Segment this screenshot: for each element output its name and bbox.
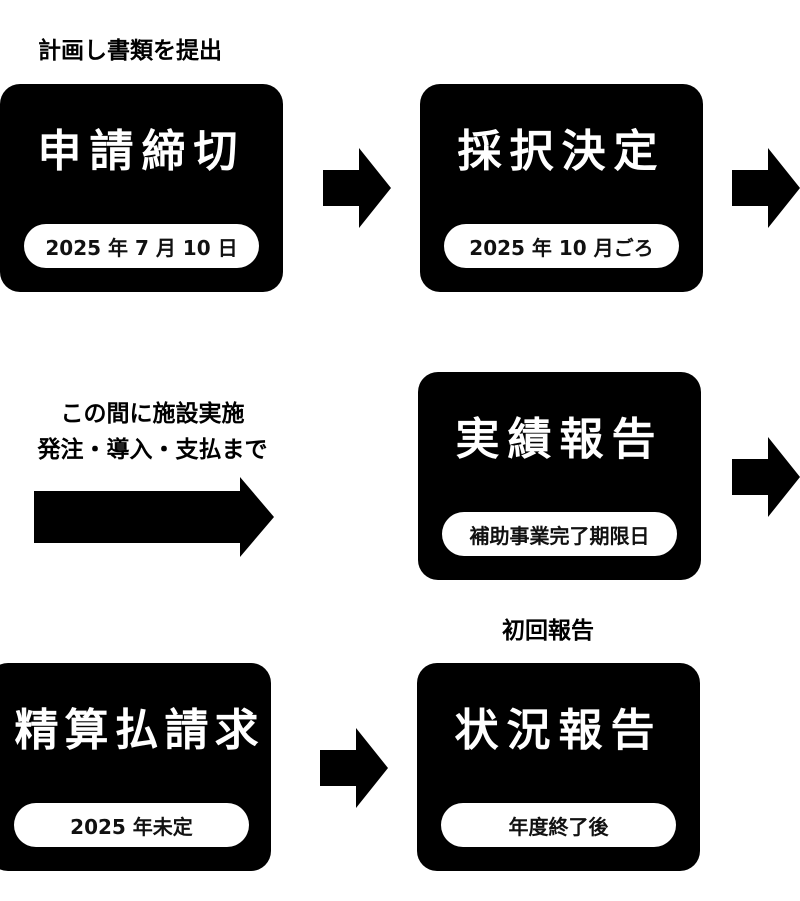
step-selection-decision: 採択決定 2025 年 10 月ごろ — [420, 84, 703, 292]
step-status-report: 状況報告 年度終了後 — [417, 663, 700, 871]
arrow-right-icon — [323, 148, 391, 228]
step-title: 実績報告 — [455, 414, 664, 465]
step-application-deadline: 申請締切 2025 年 7 月 10 日 — [0, 84, 283, 292]
step-title: 精算払請求 — [14, 705, 265, 756]
step-title: 採択決定 — [457, 126, 666, 177]
step-settlement-claim: 精算払請求 2025 年未定 — [0, 663, 271, 871]
label-meanwhile-line1: この間に施設実施 — [60, 401, 245, 427]
label-meanwhile: この間に施設実施 発注・導入・支払まで — [0, 397, 305, 468]
label-submit-plan: 計画し書類を提出 — [38, 38, 222, 64]
long-arrow-right-icon — [34, 477, 274, 557]
arrow-right-icon — [732, 148, 800, 228]
step-date-pill: 2025 年 10 月ごろ — [444, 224, 679, 268]
label-meanwhile-line2: 発注・導入・支払まで — [37, 436, 268, 463]
step-performance-report: 実績報告 補助事業完了期限日 — [418, 372, 701, 580]
arrow-right-icon — [320, 728, 388, 808]
step-title: 状況報告 — [454, 705, 663, 756]
step-date-pill: 2025 年 7 月 10 日 — [24, 224, 259, 268]
step-date-pill: 補助事業完了期限日 — [442, 512, 677, 556]
step-date-pill: 2025 年未定 — [14, 803, 249, 847]
step-date-pill: 年度終了後 — [441, 803, 676, 847]
step-title: 申請締切 — [37, 126, 246, 177]
label-first-report: 初回報告 — [502, 618, 594, 644]
arrow-right-icon — [732, 437, 800, 517]
